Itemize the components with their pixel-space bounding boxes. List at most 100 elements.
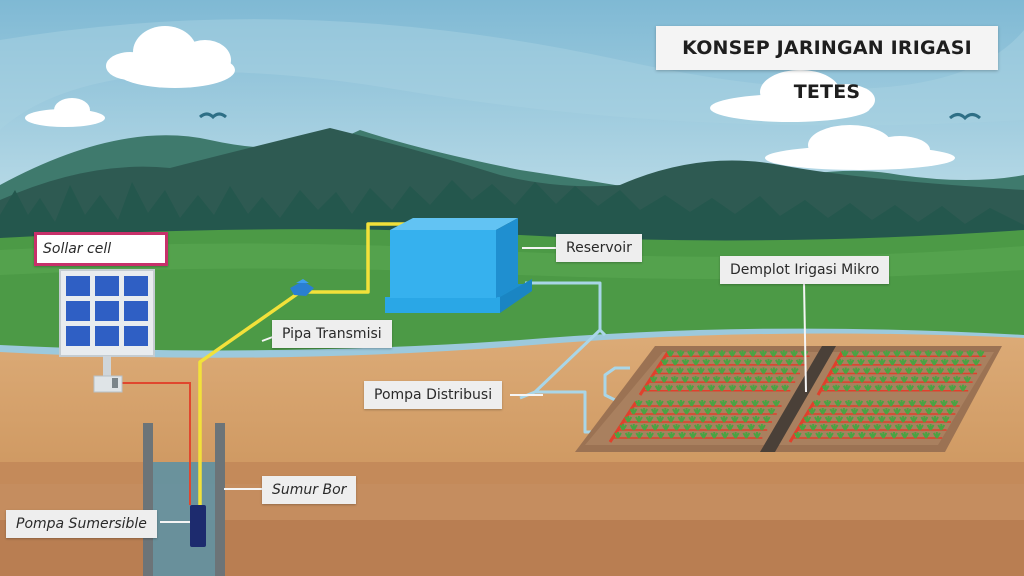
plant-icon <box>924 350 933 357</box>
plant-icon <box>879 376 887 383</box>
plant-icon <box>888 416 897 423</box>
plant-icon <box>670 376 679 383</box>
plant-icon <box>831 367 840 375</box>
plant-icon <box>649 376 658 383</box>
plant-icon <box>872 350 881 357</box>
plant-icon <box>608 350 986 443</box>
plant-icon <box>707 350 716 357</box>
plant-icon <box>733 376 742 383</box>
plant-icon <box>644 384 652 392</box>
plant-icon <box>795 358 804 366</box>
plant-icon <box>752 416 760 423</box>
plant-icon <box>790 367 799 375</box>
plant-icon <box>728 367 737 375</box>
plant-icon <box>634 400 643 407</box>
plant-icon <box>836 432 845 439</box>
plant-icon <box>666 350 675 357</box>
plant-icon <box>730 400 738 407</box>
plant-icon <box>867 416 876 423</box>
diagram-title-box: KONSEP JARINGAN IRIGASI TETES <box>656 26 998 103</box>
plant-icon <box>785 358 794 366</box>
plant-icon <box>760 384 768 392</box>
plant-icon <box>874 384 883 392</box>
plant-icon <box>861 408 870 415</box>
plant-icon <box>946 367 955 375</box>
plant-icon <box>654 384 663 392</box>
plant-icon <box>757 408 765 415</box>
plant-icon <box>765 376 773 383</box>
plant-icon <box>864 384 872 392</box>
plant-icon <box>699 432 708 439</box>
plant-icon <box>823 400 832 407</box>
plant-icon <box>931 376 940 383</box>
plant-icon <box>908 400 917 407</box>
plant-icon <box>946 408 954 415</box>
plant-icon <box>950 400 959 407</box>
plant-icon <box>712 376 721 383</box>
plant-icon <box>733 358 742 366</box>
plant-icon <box>942 376 951 383</box>
plant-icon <box>779 350 788 357</box>
plant-icon <box>731 432 740 439</box>
cloud-icon <box>25 98 105 127</box>
plant-icon <box>882 350 891 357</box>
plant-icon <box>885 384 893 392</box>
plant-icon <box>895 384 904 392</box>
plant-icon <box>780 367 789 375</box>
plant-icon <box>889 376 898 383</box>
plant-icon <box>837 376 845 383</box>
plant-icon <box>882 408 891 415</box>
plant-icon <box>894 424 903 431</box>
bird-icon <box>199 112 227 120</box>
plant-icon <box>718 384 726 392</box>
label-pointers <box>160 247 807 523</box>
plant-icon <box>688 416 697 423</box>
plant-icon <box>635 416 643 423</box>
plant-icon <box>759 367 768 375</box>
plant-icon <box>931 416 939 423</box>
plant-icon <box>693 408 702 415</box>
plant-icon <box>698 400 707 407</box>
plant-icon <box>878 358 886 366</box>
plant-icon <box>677 400 685 407</box>
plant-icon <box>671 358 680 366</box>
plant-icon <box>614 432 622 439</box>
plant-icon <box>919 358 928 366</box>
plant-icon <box>887 400 895 407</box>
plant-icon <box>850 408 859 415</box>
plant-icon <box>635 432 644 439</box>
plant-icon <box>903 350 912 357</box>
plant-icon <box>721 432 729 439</box>
plant-icon <box>720 416 728 423</box>
plant-icon <box>656 432 665 439</box>
power-cable <box>116 382 191 505</box>
plant-icon <box>769 350 778 357</box>
tree-line <box>0 180 1024 245</box>
plant-icon <box>775 376 784 383</box>
plant-icon <box>940 358 949 366</box>
plant-icon <box>703 408 712 415</box>
plant-icon <box>951 358 960 366</box>
plant-icon <box>676 350 685 357</box>
pump-icon <box>290 279 314 296</box>
plant-icon <box>918 400 927 407</box>
plant-icon <box>697 367 705 375</box>
plant-icon <box>935 408 944 415</box>
plant-icon <box>899 416 907 423</box>
plant-icon <box>655 367 664 375</box>
plant-icon <box>681 358 690 366</box>
plant-icon <box>725 424 734 431</box>
plant-icon <box>945 350 954 357</box>
plant-icon <box>775 358 783 366</box>
well-casing-left <box>143 423 153 576</box>
plant-icon <box>702 376 710 383</box>
plant-icon <box>749 350 757 357</box>
plant-icon <box>925 367 934 375</box>
plant-icon <box>667 432 676 439</box>
plant-icon <box>952 376 961 383</box>
submersible-pump-label: Pompa Sumersible <box>6 510 157 538</box>
plant-icon <box>961 358 970 366</box>
distribution-pump-label: Pompa Distribusi <box>364 381 503 409</box>
plant-icon <box>897 400 906 407</box>
plant-icon <box>925 408 933 415</box>
